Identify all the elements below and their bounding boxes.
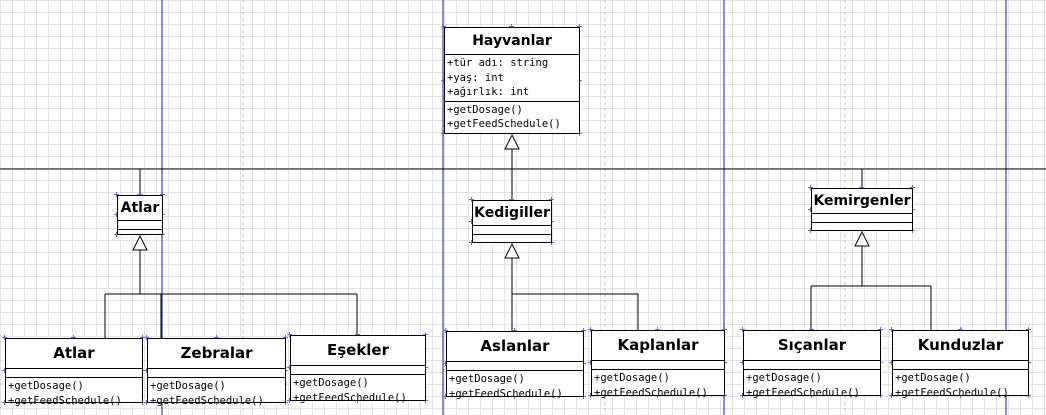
class-attribute: +ağırlık: int [447, 86, 530, 98]
uml-class-esekler[interactable]: Eşekler +getDosage() +getFeedSchedule() [290, 335, 426, 404]
uml-class-kunduzlar[interactable]: Kunduzlar +getDosage() +getFeedSchedule() [892, 330, 1029, 399]
class-name: Sıçanlar [744, 331, 880, 361]
attributes-compartment: +tür adı: string +yaş: int +ağırlık: int [445, 55, 579, 102]
class-name: Kemirgenler [812, 189, 912, 214]
attributes-compartment [744, 361, 880, 370]
attributes-compartment [893, 361, 1028, 370]
class-name: Aslanlar [447, 332, 583, 362]
generalization-connector [511, 258, 639, 330]
class-name: Eşekler [291, 336, 425, 366]
operations-compartment: +getDosage() +getFeedSchedule() [893, 370, 1028, 401]
inheritance-arrowhead [132, 234, 148, 251]
uml-class-kaplanlar[interactable]: Kaplanlar +getDosage() +getFeedSchedule() [591, 330, 725, 399]
class-operation: +getDosage() [293, 377, 369, 389]
class-operation: +getDosage() [447, 103, 523, 116]
attributes-compartment [812, 214, 912, 223]
uml-class-kedigiller[interactable]: Kedigiller [472, 200, 552, 243]
operations-compartment: +getDosage() +getFeedSchedule() [744, 370, 880, 401]
uml-class-zebralar[interactable]: Zebralar +getDosage() +getFeedSchedule() [147, 338, 286, 407]
operations-compartment [473, 235, 551, 243]
class-operation: +getDosage() [8, 380, 84, 392]
attributes-compartment [447, 362, 583, 371]
inheritance-arrowhead [504, 242, 520, 259]
operations-compartment: +getDosage() +getFeedSchedule() [148, 378, 285, 409]
class-name: Hayvanlar [445, 28, 579, 55]
uml-class-hayvanlar[interactable]: Hayvanlar +tür adı: string +yaş: int +ağırl… [444, 27, 580, 134]
attributes-compartment [291, 366, 425, 375]
uml-class-aslanlar[interactable]: Aslanlar +getDosage() +getFeedSchedule() [446, 331, 584, 400]
class-operation: +getDosage() [449, 373, 525, 385]
class-operation: +getDosage() [746, 372, 822, 384]
operations-compartment: +getDosage() +getFeedSchedule() [291, 375, 425, 406]
operations-compartment: +getDosage() +getFeedSchedule() [6, 378, 142, 409]
generalization-connector [512, 168, 863, 188]
uml-class-kemirgenler[interactable]: Kemirgenler [811, 188, 913, 231]
class-name: Atlar [118, 196, 162, 221]
uml-class-atlar[interactable]: Atlar +getDosage() +getFeedSchedule() [5, 338, 143, 407]
class-operation: +getFeedSchedule() [449, 387, 563, 400]
uml-class-atlar_group[interactable]: Atlar [117, 195, 163, 235]
inheritance-arrowhead [504, 133, 520, 150]
attributes-compartment [592, 361, 724, 370]
class-name: Kaplanlar [592, 331, 724, 361]
class-attribute: +yaş: int [447, 71, 504, 84]
class-attribute: +tür adı: string [447, 57, 549, 69]
class-operation: +getFeedSchedule() [150, 394, 264, 407]
class-name: Atlar [6, 339, 142, 369]
class-operation: +getFeedSchedule() [594, 386, 708, 399]
class-operation: +getFeedSchedule() [447, 118, 561, 130]
class-operation: +getFeedSchedule() [8, 394, 122, 407]
class-operation: +getDosage() [594, 372, 670, 384]
class-operation: +getFeedSchedule() [293, 391, 407, 404]
attributes-compartment [6, 369, 142, 378]
class-operation: +getDosage() [150, 380, 226, 392]
class-name: Kunduzlar [893, 331, 1028, 361]
operations-compartment [812, 223, 912, 231]
operations-compartment: +getDosage() +getFeedSchedule() [447, 371, 583, 402]
class-operation: +getFeedSchedule() [746, 386, 860, 399]
operations-compartment: +getDosage() +getFeedSchedule() [592, 370, 724, 401]
attributes-compartment [148, 369, 285, 378]
operations-compartment [118, 230, 162, 238]
inheritance-arrowhead [854, 230, 870, 247]
class-name: Kedigiller [473, 201, 551, 226]
class-name: Zebralar [148, 339, 285, 369]
uml-class-sicanlar[interactable]: Sıçanlar +getDosage() +getFeedSchedule() [743, 330, 881, 399]
operations-compartment: +getDosage() +getFeedSchedule() [445, 102, 579, 133]
attributes-compartment [473, 226, 551, 235]
class-operation: +getFeedSchedule() [895, 386, 1009, 399]
class-operation: +getDosage() [895, 372, 971, 384]
attributes-compartment [118, 221, 162, 230]
